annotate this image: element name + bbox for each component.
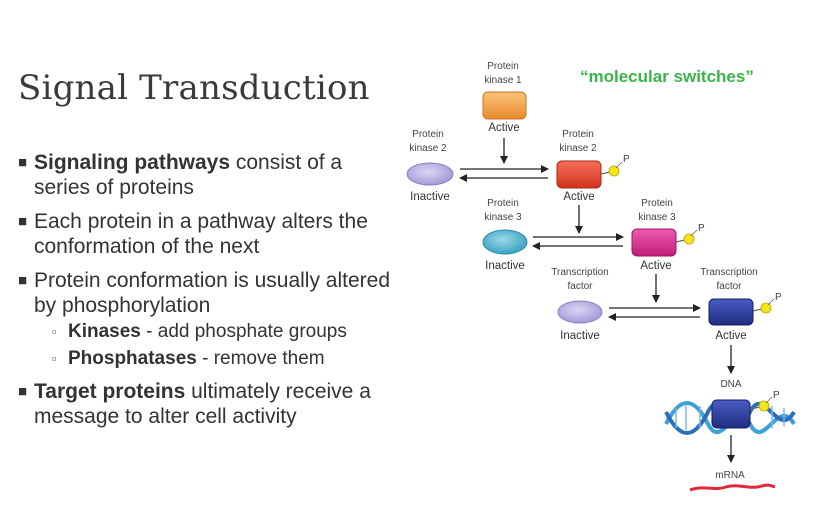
mrna-strand-icon bbox=[689, 483, 776, 492]
bullet-text: Protein conformation is usually altered … bbox=[34, 269, 391, 317]
square-sub-bullet-icon: ▫ bbox=[52, 351, 57, 366]
transcription-factor-inactive-shape bbox=[557, 300, 603, 324]
sub-bullet-text: - add phosphate groups bbox=[140, 321, 347, 342]
slide-title: Signal Transduction bbox=[18, 68, 370, 108]
pk3-inactive-state-label: Inactive bbox=[485, 260, 525, 272]
pk2-right-label-line2: kinase 2 bbox=[559, 143, 597, 154]
pk1-state-label: Active bbox=[488, 122, 519, 134]
bullet-list: ■ Signaling pathways consist of a series… bbox=[18, 150, 390, 438]
phosphate-tick bbox=[767, 298, 775, 306]
pk3-left-label-line1: Protein bbox=[487, 198, 519, 209]
square-bullet-icon: ■ bbox=[18, 154, 28, 171]
sub-bullet-item: ▫ Kinases - add phosphate groups bbox=[18, 320, 390, 343]
protein-kinase-2-inactive-shape bbox=[406, 162, 454, 186]
tf-left-label-line1: Transcription bbox=[551, 267, 608, 278]
phosphate-tick bbox=[765, 396, 773, 404]
phosphate-bond bbox=[675, 239, 686, 243]
bullet-text: Each protein in a pathway alters the con… bbox=[34, 210, 368, 258]
pk3-right-label-line2: kinase 3 bbox=[638, 212, 676, 223]
phosphate-bond bbox=[749, 406, 761, 410]
pk1-label-line2: kinase 1 bbox=[484, 75, 522, 86]
pk1-label-line1: Protein bbox=[487, 61, 519, 72]
sub-bullet-item: ▫ Phosphatases - remove them bbox=[18, 347, 390, 370]
phosphate-tick bbox=[615, 161, 623, 169]
phosphate-label: P bbox=[775, 292, 782, 303]
pk2-right-label-line1: Protein bbox=[562, 129, 594, 140]
phosphate-bond bbox=[752, 308, 763, 312]
protein-kinase-3-active-shape bbox=[631, 228, 677, 257]
tf-right-label-line1: Transcription bbox=[700, 267, 757, 278]
transcription-factor-active-shape bbox=[708, 298, 754, 326]
phosphate-bond bbox=[600, 171, 611, 175]
square-bullet-icon: ■ bbox=[18, 213, 28, 230]
sub-bullet-bold: Phosphatases bbox=[68, 348, 197, 369]
square-sub-bullet-icon: ▫ bbox=[52, 324, 57, 339]
sub-bullet-bold: Kinases bbox=[68, 321, 141, 342]
phosphate-label: P bbox=[773, 390, 780, 401]
molecular-switches-caption: “molecular switches” bbox=[580, 67, 754, 86]
bullet-bold: Target proteins bbox=[34, 380, 186, 403]
tf-left-label-line2: factor bbox=[567, 281, 593, 292]
pk3-right-label-line1: Protein bbox=[641, 198, 673, 209]
bullet-bold: Signaling pathways bbox=[34, 151, 231, 174]
phosphate-icon bbox=[683, 233, 695, 245]
square-bullet-icon: ■ bbox=[18, 383, 28, 400]
protein-kinase-3-inactive-shape bbox=[482, 229, 528, 255]
phosphate-label: P bbox=[623, 154, 630, 165]
protein-kinase-2-active-shape bbox=[556, 160, 602, 189]
bullet-text: ultimately receive a message to alter ce… bbox=[34, 380, 371, 428]
pk2-inactive-state-label: Inactive bbox=[410, 191, 450, 203]
pk2-left-label-line1: Protein bbox=[412, 129, 444, 140]
tf-active-state-label: Active bbox=[715, 330, 746, 342]
pk3-left-label-line2: kinase 3 bbox=[484, 212, 522, 223]
bullet-item: ■ Each protein in a pathway alters the c… bbox=[18, 209, 390, 259]
phosphate-label: P bbox=[698, 223, 705, 234]
bullet-text: consist of a series of proteins bbox=[34, 151, 343, 199]
pk2-active-state-label: Active bbox=[563, 191, 594, 203]
phosphate-icon bbox=[608, 165, 620, 177]
protein-kinase-1-shape bbox=[482, 91, 527, 120]
bullet-item: ■ Signaling pathways consist of a series… bbox=[18, 150, 390, 200]
dna-label: DNA bbox=[720, 379, 741, 390]
pk3-active-state-label: Active bbox=[640, 260, 671, 272]
transcription-factor-bound-shape bbox=[711, 399, 751, 429]
bullet-item: ■ Target proteins ultimately receive a m… bbox=[18, 379, 390, 429]
bullet-item: ■ Protein conformation is usually altere… bbox=[18, 268, 390, 318]
phosphate-icon bbox=[760, 302, 772, 314]
tf-inactive-state-label: Inactive bbox=[560, 330, 600, 342]
pk2-left-label-line2: kinase 2 bbox=[409, 143, 447, 154]
phosphate-icon bbox=[758, 400, 770, 412]
phosphate-tick bbox=[690, 229, 698, 237]
tf-right-label-line2: factor bbox=[716, 281, 742, 292]
square-bullet-icon: ■ bbox=[18, 272, 28, 289]
mrna-label: mRNA bbox=[715, 470, 745, 481]
sub-bullet-text: - remove them bbox=[196, 348, 325, 369]
